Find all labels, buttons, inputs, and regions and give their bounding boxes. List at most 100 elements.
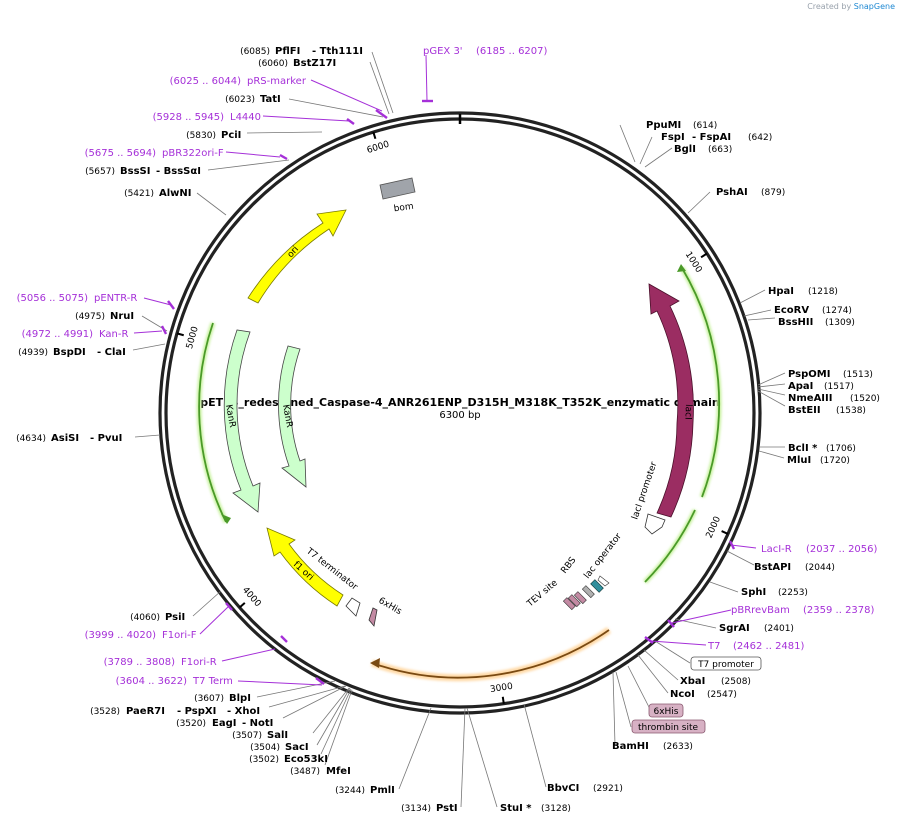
ppumi-name: PpuMI: [646, 120, 681, 131]
feature-kanr[interactable]: KanR: [223, 329, 261, 513]
site-saci[interactable]: (3504) SacI: [250, 742, 309, 753]
site-bstapi[interactable]: BstAPI (2044): [754, 562, 835, 573]
site-bamhi[interactable]: BamHI (2633): [612, 741, 693, 752]
tev-box-1: [573, 591, 587, 605]
asisi-name: AsiSI: [51, 433, 79, 444]
site-hpai[interactable]: HpaI (1218): [768, 286, 838, 297]
backbone: [158, 111, 762, 715]
blpi-pos: (3607): [194, 694, 224, 704]
bgli-pos: (663): [708, 145, 732, 155]
site-bsteii[interactable]: BstEII (1538): [788, 405, 866, 416]
site-pspomi[interactable]: PspOMI (1513): [788, 369, 873, 380]
site-sgrai[interactable]: SgrAI (2401): [719, 623, 794, 634]
site-blpi[interactable]: (3607) BlpI: [194, 693, 251, 704]
f1ori-f-range: (3999 .. 4020): [85, 630, 157, 641]
site-ecorv[interactable]: EcoRV (1274): [774, 305, 852, 316]
feature-t7-promoter-box[interactable]: T7 promoter: [690, 656, 762, 671]
bsssi-name: BssSI: [120, 166, 150, 177]
prs-marker-range: (6025 .. 6044): [170, 76, 242, 87]
site-bgli[interactable]: BglI (663): [674, 144, 732, 155]
xhoi-name: - XhoI: [227, 706, 260, 717]
site-paer7i[interactable]: (3528) PaeR7I - PspXI - XhoI: [90, 706, 260, 717]
feature-laci[interactable]: lacI: [648, 283, 694, 518]
feature-bom[interactable]: bom: [379, 177, 416, 214]
l4440-range: (5928 .. 5945): [153, 112, 225, 123]
site-psti[interactable]: (3134) PstI: [401, 803, 458, 814]
site-pmli[interactable]: (3244) PmlI: [335, 785, 395, 796]
feature-thrombin-box[interactable]: thrombin site: [631, 719, 706, 734]
site-psii[interactable]: (4060) PsiI: [130, 612, 185, 623]
primer-kan-r[interactable]: (4972 .. 4991) Kan-R: [22, 329, 129, 340]
site-bsshii[interactable]: BssHII (1309): [778, 317, 855, 328]
pmli-pos: (3244): [335, 786, 365, 796]
nrui-pos: (4975): [75, 312, 105, 322]
site-pflfi[interactable]: (6085) PflFI - Tth111I: [240, 46, 363, 57]
site-bbvci[interactable]: BbvCI (2921): [547, 783, 623, 794]
site-fspi[interactable]: FspI - FspAI (642): [661, 132, 772, 143]
feature-laci-promoter-arc[interactable]: [643, 508, 698, 584]
connector-lines: [132, 51, 786, 808]
site-alwni[interactable]: (5421) AlwNI: [124, 188, 191, 199]
site-pshai[interactable]: PshAI (879): [716, 187, 785, 198]
primer-pbr322ori-f[interactable]: (5675 .. 5694) pBR322ori-F: [85, 148, 224, 159]
feature-kanr-outer[interactable]: [196, 322, 231, 524]
site-bspdi[interactable]: (4939) BspDI - ClaI: [18, 347, 126, 358]
site-mfei[interactable]: (3487) MfeI: [290, 766, 351, 777]
site-sali[interactable]: (3507) SalI: [232, 730, 288, 741]
ncoi-pos: (2547): [707, 690, 737, 700]
tick-mark-6000: [372, 131, 377, 140]
feature-insert[interactable]: [370, 627, 612, 682]
pspomi-pos: (1513): [843, 370, 873, 380]
site-bstz17i[interactable]: (6060) BstZ17I: [258, 58, 336, 69]
pshai-name: PshAI: [716, 187, 748, 198]
nrui-name: NruI: [110, 311, 134, 322]
site-bcli[interactable]: BclI * (1706): [788, 443, 856, 454]
psii-name: PsiI: [165, 612, 185, 623]
pmli-name: PmlI: [370, 785, 395, 796]
primer-f1ori-f[interactable]: (3999 .. 4020) F1ori-F: [85, 630, 197, 641]
feature-laci-outer[interactable]: [677, 264, 722, 498]
tick-label-6000: 6000: [366, 140, 391, 156]
site-asisi[interactable]: (4634) AsiSI - PvuI: [16, 433, 122, 444]
site-xbai[interactable]: XbaI (2508): [680, 676, 751, 687]
lac-operator-label: lac operator: [582, 531, 624, 580]
primer-pentr-r[interactable]: (5056 .. 5075) pENTR-R: [17, 293, 138, 304]
bgli-name: BglI: [674, 144, 696, 155]
feature-ori[interactable]: ori: [247, 209, 347, 304]
site-bsssi[interactable]: (5657) BssSI - BssSαI: [85, 166, 201, 177]
ncoi-name: NcoI: [670, 689, 695, 700]
primer-pbrrevbam[interactable]: pBRrevBam (2359 .. 2378): [731, 605, 875, 616]
feature-kanr-inner[interactable]: KanR: [278, 345, 307, 488]
site-ncoi[interactable]: NcoI (2547): [670, 689, 737, 700]
site-mlui[interactable]: MluI (1720): [787, 455, 850, 466]
bstapi-name: BstAPI: [754, 562, 791, 573]
primer-laci-r[interactable]: LacI-R (2037 .. 2056): [761, 544, 878, 555]
bstapi-pos: (2044): [805, 563, 835, 573]
primer-t7-term[interactable]: (3604 .. 3622) T7 Term: [116, 676, 233, 687]
feature-laci-promoter[interactable]: lacI promoter: [630, 460, 666, 535]
site-sphi[interactable]: SphI (2253): [741, 587, 808, 598]
ori-arrow: [247, 209, 347, 304]
primer-f1ori-r[interactable]: (3789 .. 3808) F1ori-R: [104, 657, 217, 668]
site-ppumi[interactable]: PpuMI (614): [646, 120, 717, 131]
bcli-name: BclI *: [788, 443, 818, 454]
eco53ki-name: Eco53kI: [284, 754, 328, 765]
site-apai[interactable]: ApaI (1517): [788, 381, 854, 392]
t7-range: (2462 .. 2481): [733, 641, 805, 652]
site-pcii[interactable]: (5830) PciI: [186, 130, 241, 141]
primer-l4440[interactable]: (5928 .. 5945) L4440: [153, 112, 261, 123]
site-nmeaiii[interactable]: NmeAIII (1520): [788, 393, 880, 404]
primer-pgex3[interactable]: pGEX 3' (6185 .. 6207): [423, 46, 548, 57]
primer-prs-marker[interactable]: (6025 .. 6044) pRS-marker: [170, 76, 307, 87]
pcii-name: PciI: [221, 130, 241, 141]
site-tati[interactable]: (6023) TatI: [225, 94, 281, 105]
bsssi-pos: (5657): [85, 167, 115, 177]
site-eco53ki[interactable]: (3502) Eco53kI: [249, 754, 328, 765]
primer-t7[interactable]: T7 (2462 .. 2481): [707, 641, 805, 652]
site-nrui[interactable]: (4975) NruI: [75, 311, 134, 322]
feature-6xhis-small[interactable]: 6xHis: [368, 596, 403, 627]
feature-6xhis-box[interactable]: 6xHis: [648, 703, 684, 718]
site-stui[interactable]: StuI * (3128): [500, 803, 571, 814]
site-eagi[interactable]: (3520) EagI - NotI: [176, 718, 273, 729]
feature-cluster-expression[interactable]: RBS lac operator TEV site: [525, 531, 624, 611]
